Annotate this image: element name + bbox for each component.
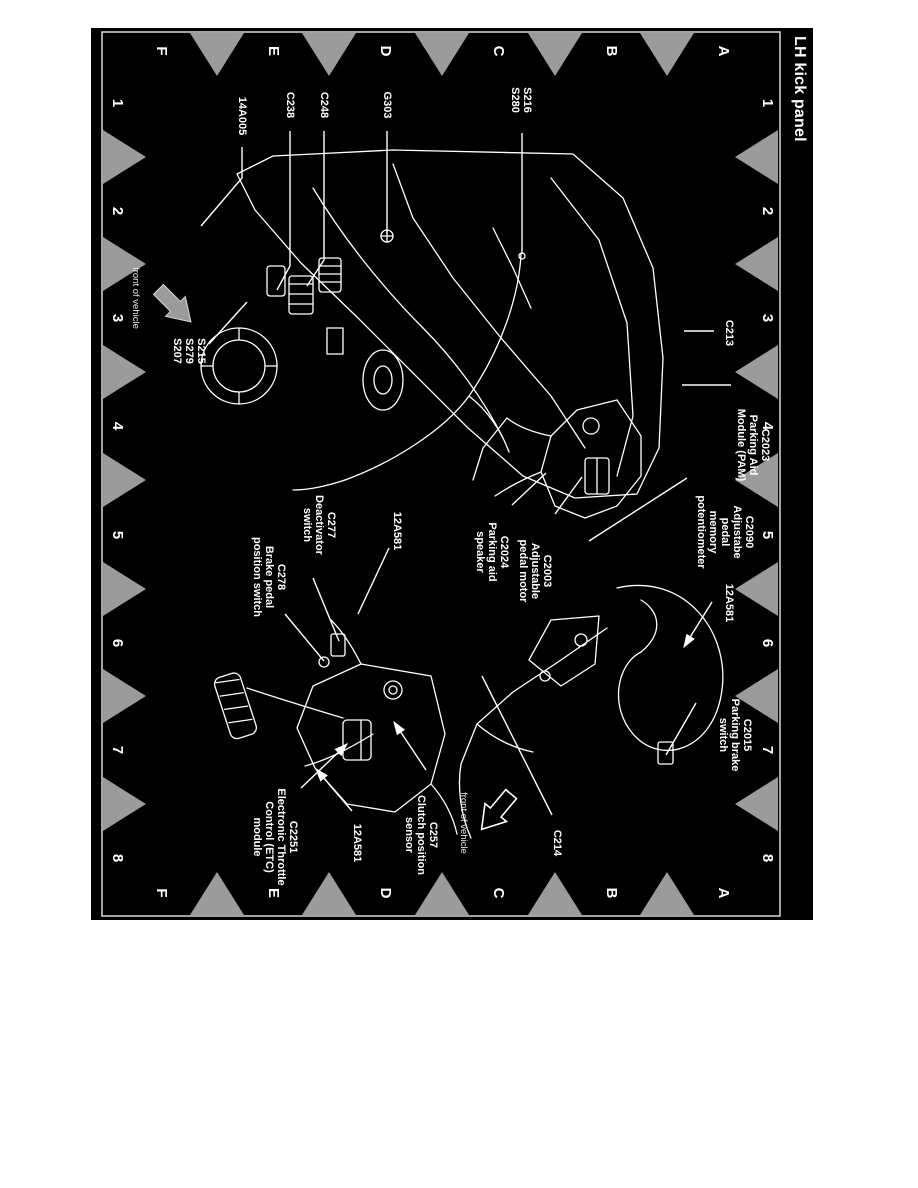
grid-col-label-top: 3 [759,313,776,323]
callout-12a581-clutch: 12A581 [351,823,363,863]
grid-row-label-right: B [603,887,620,899]
callout-c248: C248 [318,91,330,119]
grid-col-label-bottom: 3 [109,313,126,323]
grid-row-label-left: A [715,45,732,57]
grid-col-label-top: 8 [759,853,776,863]
illustration-adjustable-pedal [472,399,642,519]
grid-col-label-bottom: 1 [109,98,126,108]
grid-row-label-left: F [153,46,170,56]
grid-col-label-top: 7 [759,745,776,755]
grid-row-label-left: D [377,45,394,57]
front-of-vehicle-label: front of vehicle [458,792,469,854]
grid-col-label-bottom: 4 [109,421,126,431]
callout-c214: C214 [551,829,563,857]
callout-g303: G303 [381,91,393,119]
grid-row-label-left: B [603,45,620,57]
grid-row-label-left: C [490,45,507,57]
grid-col-label-top: 6 [759,638,776,648]
grid-col-label-bottom: 7 [109,745,126,755]
grid-col-label-bottom: 5 [109,530,126,540]
callout-c238: C238 [284,91,296,119]
grid-col-label-top: 1 [759,98,776,108]
illustration-instrument-panel [200,149,664,499]
grid-row-label-right: C [490,887,507,899]
callout-12a581-pedal: 12A581 [391,511,403,551]
front-of-vehicle-label: front of vehicle [130,267,141,329]
callout-leader-lines [200,131,731,816]
grid-col-label-bottom: 6 [109,638,126,648]
grid-row-label-right: D [377,887,394,899]
grid-row-label-right: A [715,887,732,899]
front-of-vehicle-arrow-icon [480,788,518,831]
callout-12a581-brake: 12A581 [723,583,735,623]
callout-c213: C213 [723,319,735,347]
grid-col-label-top: 2 [759,206,776,216]
page-title: LH kick panel [791,36,808,142]
grid-col-label-top: 4 [759,421,776,431]
grid-row-label-right: E [265,887,282,898]
grid-col-label-top: 5 [759,530,776,540]
grid-row-label-left: E [265,45,282,56]
grid-col-label-bottom: 2 [109,206,126,216]
diagram-artwork [101,31,781,917]
grid-col-label-bottom: 8 [109,853,126,863]
grid-marker-icons [103,33,778,915]
illustration-parking-brake [458,584,724,839]
grid-frame [101,31,781,917]
front-of-vehicle-arrow-icon [152,283,192,323]
diagram-canvas: LH kick panel [91,28,813,920]
callout-14a005: 14A005 [236,96,248,136]
grid-row-label-right: F [153,888,170,898]
